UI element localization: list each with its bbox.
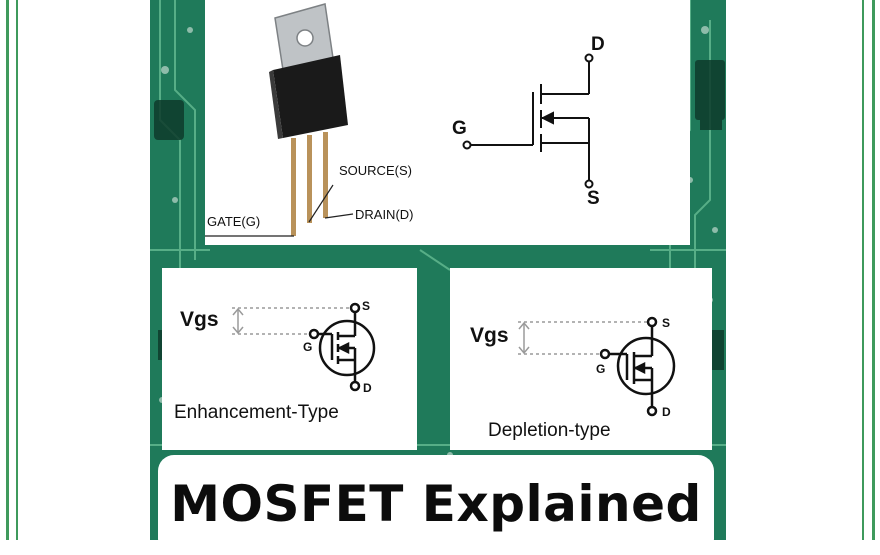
title-banner: MOSFET Explained (158, 455, 714, 555)
frame-line-left (6, 0, 9, 540)
depletion-mosfet-icon (518, 316, 676, 417)
depletion-vgs-label: Vgs (470, 324, 509, 347)
depletion-terminal-d: D (662, 405, 671, 419)
enhancement-type-panel: Vgs S G D Enhancement-Type (162, 268, 417, 450)
mosfet-symbol-icon (462, 53, 594, 189)
to220-package-icon (269, 3, 348, 236)
enhancement-vgs-label: Vgs (180, 308, 219, 331)
symbol-drain-label: D (591, 34, 605, 55)
depletion-terminal-s: S (662, 316, 671, 330)
package-and-symbol-panel: SOURCE(S) GATE(G) DRAIN(D) D G S (205, 0, 690, 245)
depletion-type-panel: Vgs S G D Depletion-type (450, 268, 712, 450)
enhancement-terminal-d: D (363, 381, 372, 395)
symbol-source-label: S (587, 188, 600, 209)
source-pin-label: SOURCE(S) (339, 163, 412, 178)
enhancement-terminal-s: S (362, 299, 371, 313)
enhancement-mosfet-icon (232, 302, 376, 392)
drain-pin-label: DRAIN(D) (355, 207, 414, 222)
frame-line-left-inner (16, 0, 18, 540)
depletion-terminal-g: G (596, 362, 606, 376)
depletion-caption: Depletion-type (488, 420, 611, 441)
frame-line-right (862, 0, 864, 540)
frame-line-right-outer (872, 0, 875, 540)
page-title: MOSFET Explained (170, 475, 702, 533)
package-and-symbol-drawing (205, 3, 594, 237)
symbol-gate-label: G (452, 118, 467, 139)
gate-pin-label: GATE(G) (207, 214, 261, 229)
enhancement-caption: Enhancement-Type (174, 402, 339, 423)
enhancement-terminal-g: G (303, 340, 313, 354)
